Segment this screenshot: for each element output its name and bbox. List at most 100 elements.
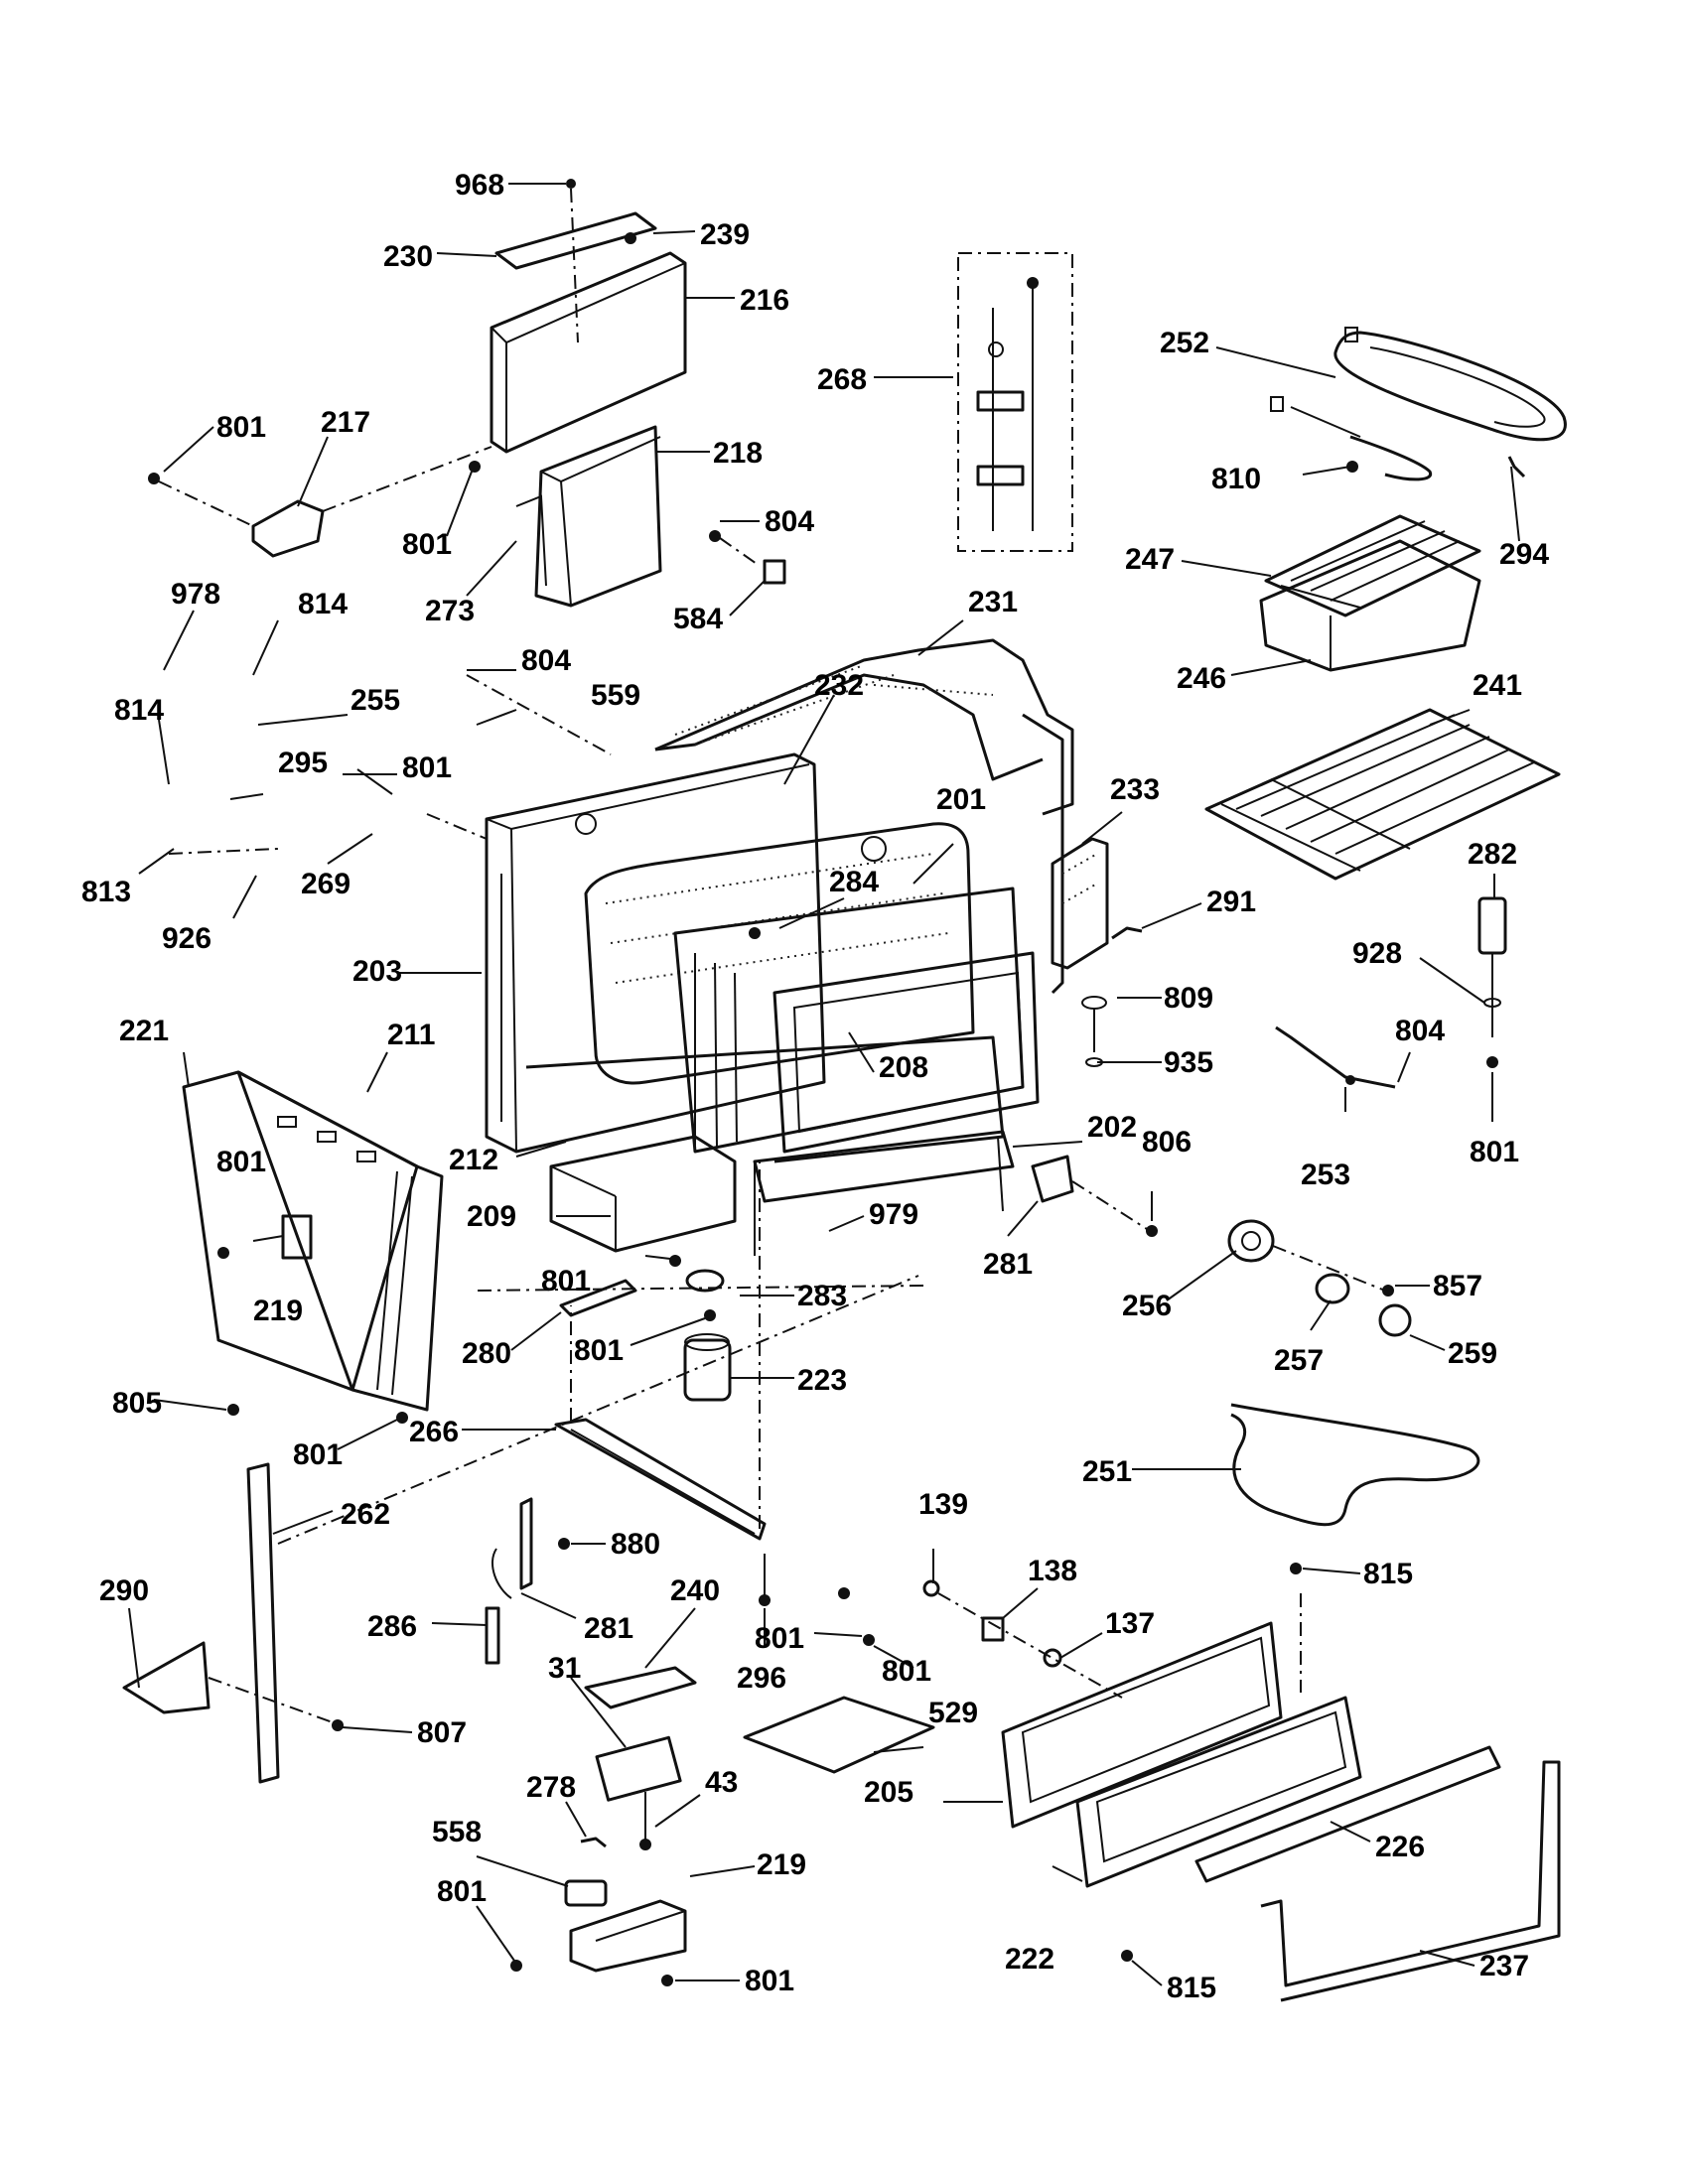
assembly-line bbox=[277, 1275, 919, 1545]
label-253: 253 bbox=[1301, 1159, 1350, 1191]
label-246: 246 bbox=[1177, 662, 1226, 695]
label-801: 801 bbox=[574, 1334, 624, 1367]
screw-815-icon bbox=[1290, 1563, 1302, 1574]
label-296: 296 bbox=[737, 1662, 786, 1695]
label-221: 221 bbox=[119, 1015, 169, 1047]
label-262: 262 bbox=[341, 1498, 390, 1531]
part-208-oven-front-frame bbox=[673, 887, 1040, 1154]
label-801: 801 bbox=[1470, 1136, 1519, 1168]
label-813: 813 bbox=[81, 876, 131, 908]
label-291: 291 bbox=[1206, 886, 1256, 918]
part-233-side-panel bbox=[1051, 837, 1109, 970]
screw-801-icon bbox=[661, 1975, 673, 1986]
label-815: 815 bbox=[1363, 1558, 1413, 1590]
part-216-upper-channel bbox=[490, 232, 687, 454]
part-231-outer-wrapper bbox=[654, 638, 1074, 995]
label-139: 139 bbox=[918, 1488, 968, 1521]
label-294: 294 bbox=[1499, 538, 1549, 571]
part-221-side-panel bbox=[182, 1070, 444, 1412]
label-935: 935 bbox=[1164, 1046, 1213, 1079]
part-246-broiler-pan bbox=[1259, 539, 1481, 672]
screw-857-icon bbox=[1382, 1285, 1394, 1297]
label-252: 252 bbox=[1160, 327, 1209, 359]
label-283: 283 bbox=[797, 1280, 847, 1312]
part-251-bake-element bbox=[1230, 1403, 1480, 1527]
part-202-bottom-frame bbox=[525, 1035, 1015, 1256]
assembly-line bbox=[466, 674, 612, 755]
label-239: 239 bbox=[700, 218, 750, 251]
part-256-lamp-receptacle bbox=[1227, 1219, 1386, 1292]
part-237-drawer-bottom bbox=[1260, 1760, 1561, 2002]
label-218: 218 bbox=[713, 437, 763, 470]
label-810: 810 bbox=[1211, 463, 1261, 495]
label-31: 31 bbox=[548, 1652, 581, 1685]
screw-801-icon bbox=[469, 461, 481, 473]
part-558-connector bbox=[564, 1879, 608, 1907]
label-558: 558 bbox=[432, 1816, 482, 1848]
label-217: 217 bbox=[321, 406, 370, 439]
label-804: 804 bbox=[765, 505, 814, 538]
label-43: 43 bbox=[705, 1766, 738, 1799]
label-801: 801 bbox=[216, 411, 266, 444]
label-216: 216 bbox=[740, 284, 789, 317]
label-814: 814 bbox=[114, 694, 164, 727]
part-290-corner-piece bbox=[122, 1641, 210, 1714]
part-247-broiler-grid bbox=[1264, 514, 1481, 617]
label-256: 256 bbox=[1122, 1290, 1172, 1322]
label-857: 857 bbox=[1433, 1270, 1482, 1302]
part-809-probe-jack bbox=[1081, 996, 1107, 1067]
label-529: 529 bbox=[928, 1697, 978, 1729]
label-928: 928 bbox=[1352, 937, 1402, 970]
label-211: 211 bbox=[387, 1019, 435, 1051]
label-807: 807 bbox=[417, 1716, 467, 1749]
label-278: 278 bbox=[526, 1771, 576, 1804]
label-226: 226 bbox=[1375, 1831, 1425, 1863]
part-241-oven-rack bbox=[1204, 708, 1561, 881]
label-814: 814 bbox=[298, 588, 348, 620]
label-259: 259 bbox=[1448, 1337, 1497, 1370]
label-801: 801 bbox=[402, 751, 452, 784]
label-286: 286 bbox=[367, 1610, 417, 1643]
part-number-labels: 968 230 239 216 268 252 810 294 801 217 … bbox=[81, 169, 1549, 2004]
label-208: 208 bbox=[879, 1051, 928, 1084]
label-801: 801 bbox=[882, 1655, 931, 1688]
label-284: 284 bbox=[829, 866, 879, 898]
part-230-trim-strip bbox=[494, 179, 657, 343]
part-31-control-board bbox=[595, 1735, 682, 1802]
label-801: 801 bbox=[755, 1622, 804, 1655]
label-804: 804 bbox=[521, 644, 571, 677]
part-262-trim-strip bbox=[246, 1462, 280, 1784]
label-801: 801 bbox=[437, 1875, 487, 1908]
part-138-hinge-part bbox=[981, 1616, 1005, 1642]
label-880: 880 bbox=[611, 1528, 660, 1561]
screw-801-icon bbox=[396, 1412, 408, 1424]
label-255: 255 bbox=[351, 684, 400, 717]
label-281: 281 bbox=[983, 1248, 1033, 1281]
part-139-bumper bbox=[922, 1579, 940, 1597]
label-209: 209 bbox=[467, 1200, 516, 1233]
label-269: 269 bbox=[301, 868, 351, 900]
screw-801-icon bbox=[510, 1960, 522, 1972]
screw-807-icon bbox=[332, 1719, 344, 1731]
label-926: 926 bbox=[162, 922, 211, 955]
label-205: 205 bbox=[864, 1776, 913, 1809]
assembly-line bbox=[168, 848, 279, 855]
label-281: 281 bbox=[584, 1612, 633, 1645]
part-137-washer bbox=[1043, 1648, 1062, 1668]
screw-801-icon bbox=[704, 1309, 716, 1321]
part-281-hinge-bracket bbox=[491, 1497, 570, 1599]
leader-lines bbox=[128, 183, 1520, 1986]
part-226-drawer-rail bbox=[1194, 1745, 1501, 1883]
label-584: 584 bbox=[673, 603, 723, 635]
part-205-drawer-panel bbox=[1001, 1621, 1283, 1829]
part-219-box-bracket bbox=[569, 1899, 687, 1973]
part-286-pin bbox=[485, 1606, 500, 1665]
part-266-bottom-rail bbox=[554, 1161, 767, 1541]
screw-801-icon bbox=[669, 1255, 681, 1267]
part-223-leg-glide bbox=[683, 1333, 732, 1402]
part-278-clip bbox=[580, 1837, 607, 1848]
label-241: 241 bbox=[1473, 669, 1522, 702]
label-801: 801 bbox=[293, 1438, 343, 1471]
label-559: 559 bbox=[591, 679, 640, 712]
